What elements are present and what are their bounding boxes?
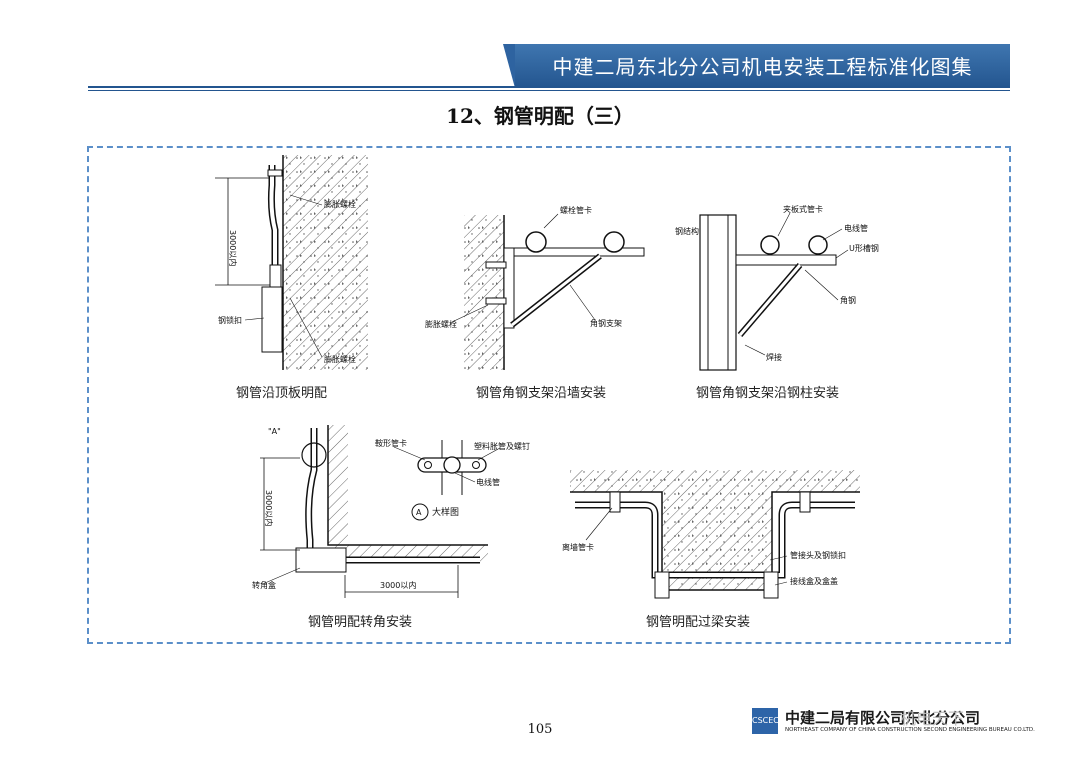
- label-dim: 3000以内: [228, 230, 238, 266]
- page-number: 105: [527, 722, 553, 737]
- label-weld: 焊接: [766, 352, 782, 362]
- label-corner-box: 转角盒: [252, 580, 276, 590]
- label-a-mark: "A": [268, 427, 281, 436]
- label-clip: 螺栓管卡: [560, 205, 592, 215]
- caption-figure-5: 钢管明配过梁安装: [646, 615, 751, 630]
- label-wall-clip: 离墙管卡: [562, 542, 594, 552]
- header-title: 中建二局东北分公司机电安装工程标准化图集: [552, 55, 973, 79]
- label-saddle: 鞍形管卡: [375, 438, 407, 448]
- label-column: 钢结构: [675, 226, 699, 236]
- label-joint: 管接头及钢锁扣: [790, 550, 846, 560]
- label-dim-vertical: 3000以内: [264, 490, 274, 526]
- label-a-circle: A: [416, 508, 422, 517]
- label-box: 接线盒及盒盖: [790, 576, 838, 586]
- figure-1-ceiling-drawing: 膨胀螺栓 3000以内 钢锁扣 膨胀螺栓: [215, 155, 368, 370]
- company-name-cn: 中建二局有限公司东北分公司: [785, 709, 981, 727]
- figure-2-wall-bracket-drawing: 螺栓管卡 膨胀螺栓 角钢支架: [425, 205, 645, 370]
- header-rule: [88, 86, 1010, 88]
- figure-5-beam-drawing: 离墙管卡 管接头及钢锁扣 接线盒及盒盖: [562, 470, 860, 599]
- company-name-en: NORTHEAST COMPANY OF CHINA CONSTRUCTION …: [785, 727, 1035, 733]
- header-rule-thin: [88, 90, 1010, 91]
- label-plastic: 塑料胀管及螺钉: [474, 441, 530, 451]
- label-expansion-bolt-top: 膨胀螺栓: [324, 199, 356, 209]
- header-notch: [503, 44, 515, 88]
- label-detail: 大样图: [432, 506, 459, 518]
- label-dim-horizontal: 3000以内: [380, 580, 416, 590]
- company-logo: CSCEC: [752, 708, 779, 734]
- watermark: 机电天下: [900, 709, 965, 728]
- caption-figure-4: 钢管明配转角安装: [308, 615, 413, 630]
- figure-4-corner-drawing: "A" 3000以内 转角盒 3000以内 鞍形管卡 塑料胀管及螺钉 电线管 A…: [252, 425, 530, 598]
- label-clamp: 夹板式管卡: [783, 204, 823, 214]
- label-angle: 角钢: [840, 295, 856, 305]
- label-channel: U形槽钢: [849, 243, 879, 253]
- logo-text: CSCEC: [752, 716, 779, 725]
- figure-3-steel-column-drawing: 钢结构 夹板式管卡 电线管 U形槽钢 角钢 焊接: [675, 204, 879, 371]
- label-expansion-bolt: 膨胀螺栓: [425, 319, 457, 329]
- caption-figure-2: 钢管角钢支架沿墙安装: [476, 386, 607, 401]
- caption-figure-3: 钢管角钢支架沿钢柱安装: [696, 386, 840, 401]
- label-wire-pipe: 电线管: [476, 477, 500, 487]
- header-bar: 中建二局东北分公司机电安装工程标准化图集: [503, 44, 1010, 88]
- caption-figure-1: 钢管沿顶板明配: [236, 386, 328, 401]
- label-lock: 钢锁扣: [218, 315, 242, 325]
- page-title: 12、钢管明配（三）: [446, 104, 634, 128]
- label-expansion-bolt-bottom: 膨胀螺栓: [324, 354, 356, 364]
- drawing-frame: [87, 146, 1011, 644]
- label-conduit: 电线管: [844, 223, 868, 233]
- label-bracket: 角钢支架: [590, 318, 622, 328]
